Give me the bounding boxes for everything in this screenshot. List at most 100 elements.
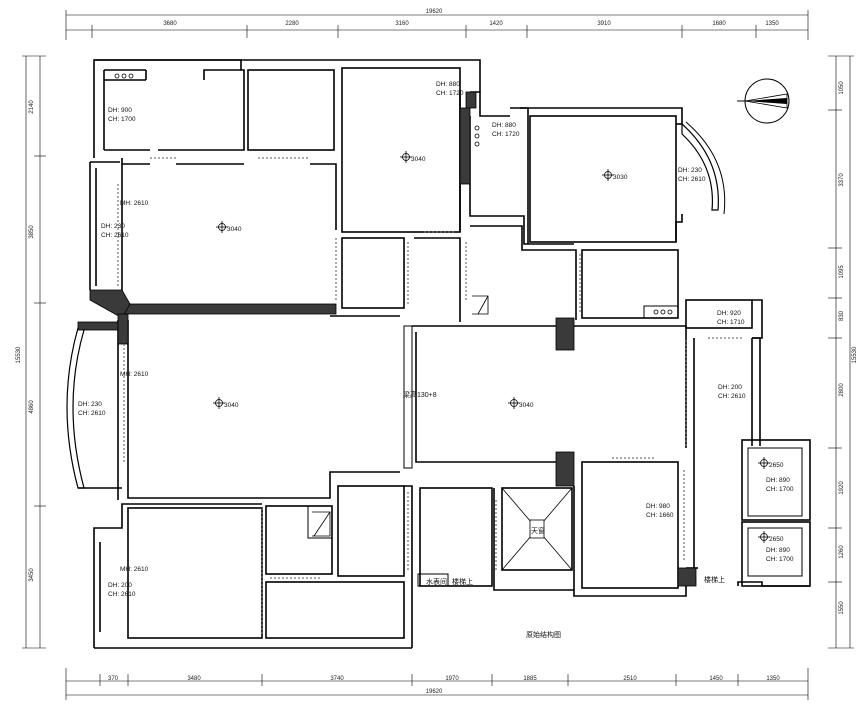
top-dimension-chain (65, 10, 809, 40)
ch-label: CH: 2610 (101, 232, 129, 239)
bottom-dimension-chain (65, 668, 809, 700)
ceiling-height: 3030 (613, 174, 628, 181)
top-dim-5: 3910 (597, 21, 611, 27)
ceiling-marker-5: 3040 (508, 397, 534, 409)
ch-label: CH: 1710 (717, 319, 745, 326)
right-dim-4: 830 (839, 310, 845, 321)
mh-note-1: MH: 2610 (120, 200, 149, 207)
dh-label: DH: 980 (646, 503, 670, 510)
skylight-symbol (501, 487, 573, 571)
bottom-dim-3: 3740 (330, 676, 344, 682)
top-dim-4: 1420 (489, 21, 503, 27)
top-total-dim: 19620 (426, 9, 443, 15)
ceiling-height: 3040 (519, 402, 534, 409)
ch-label: CH: 2610 (718, 393, 746, 400)
stove-icon (114, 73, 134, 79)
right-dim-8: 1550 (839, 601, 845, 615)
ch-label: CH: 1700 (108, 116, 136, 123)
left-dimension-chain (22, 55, 46, 649)
height-note-4: DH: 230 CH: 2610 (678, 167, 706, 183)
stairs-label-right: 楼梯上 (704, 575, 725, 584)
mh-note-2: MH: 2610 (120, 371, 149, 378)
mh-note-3: MH: 2610 (120, 566, 149, 573)
dh-label: DH: 890 (766, 547, 790, 554)
ch-label: CH: 2610 (78, 410, 106, 417)
right-dim-2: 3370 (839, 173, 845, 187)
height-note-2: DH: 880 CH: 1720 (436, 81, 464, 97)
dh-label: DH: 880 (492, 122, 516, 129)
walls (66, 59, 811, 649)
bottom-dim-5: 1885 (523, 676, 537, 682)
meter-box-label: 水表间 (426, 577, 447, 586)
ch-label: CH: 1720 (436, 90, 464, 97)
dh-label: DH: 880 (436, 81, 460, 88)
height-note-7: DH: 200 CH: 2610 (718, 384, 746, 400)
left-dim-2: 3850 (29, 225, 35, 239)
right-dim-6: 1920 (839, 481, 845, 495)
left-dim-1: 2140 (29, 100, 35, 114)
left-dim-3: 4860 (29, 400, 35, 414)
bottom-dim-2: 3480 (187, 676, 201, 682)
ceiling-height: 2650 (769, 462, 784, 469)
stove-icon-2 (653, 309, 673, 315)
beam-label: 梁高130+8 (403, 390, 437, 399)
ceiling-marker-7: 2650 (758, 531, 784, 543)
structural-fills (77, 91, 697, 587)
bottom-dim-4: 1970 (445, 676, 459, 682)
right-dim-7: 1260 (839, 545, 845, 559)
bottom-dim-1: 370 (108, 676, 119, 682)
height-note-8: DH: 230 CH: 2610 (78, 401, 106, 417)
ceiling-height: 3040 (224, 402, 239, 409)
right-dimension-chain (828, 55, 854, 649)
skylight-label: 天窗 (531, 526, 545, 535)
stairs-label: 楼梯上 (452, 577, 473, 586)
bottom-dim-6: 2510 (623, 676, 637, 682)
ceiling-marker-1: 3040 (216, 221, 242, 233)
top-dim-1: 3680 (163, 21, 177, 27)
dh-label: DH: 200 (718, 384, 742, 391)
top-dim-2: 2280 (285, 21, 299, 27)
bottom-dim-8: 1350 (766, 676, 780, 682)
north-arrow-icon (737, 78, 790, 124)
dh-label: DH: 230 (101, 223, 125, 230)
ceiling-marker-4: 3040 (213, 397, 239, 409)
drawing-caption: 原始结构图 (526, 630, 561, 639)
top-dim-6: 1680 (712, 21, 726, 27)
top-dim-7: 1350 (765, 21, 779, 27)
dh-label: DH: 230 (678, 167, 702, 174)
dh-label: DH: 200 (108, 582, 132, 589)
ch-label: CH: 1700 (766, 556, 794, 563)
right-dim-5: 2800 (839, 383, 845, 397)
bottom-total-dim: 19620 (426, 689, 443, 695)
ceiling-marker-6: 2650 (758, 457, 784, 469)
height-note-11: DH: 890 CH: 1700 (766, 547, 794, 563)
right-total-dim: 15530 (852, 346, 858, 363)
height-note-9: DH: 980 CH: 1660 (646, 503, 674, 519)
ch-label: CH: 1700 (766, 486, 794, 493)
stair-symbol (312, 295, 489, 537)
dh-label: DH: 230 (78, 401, 102, 408)
height-note-6: DH: 920 CH: 1710 (717, 310, 745, 326)
door-openings (117, 157, 742, 636)
dh-label: DH: 920 (717, 310, 741, 317)
stove-icon-3 (474, 125, 480, 147)
ceiling-marker-2: 3040 (400, 151, 426, 163)
ceiling-marker-3: 3030 (602, 169, 628, 181)
ch-label: CH: 2610 (108, 591, 136, 598)
height-note-1: DH: 900 CH: 1700 (108, 107, 136, 123)
dh-label: DH: 900 (108, 107, 132, 114)
ch-label: CH: 1720 (492, 131, 520, 138)
ceiling-height: 3040 (227, 226, 242, 233)
ch-label: CH: 2610 (678, 176, 706, 183)
left-total-dim: 15530 (16, 346, 22, 363)
height-note-12: DH: 200 CH: 2610 (108, 582, 136, 598)
height-note-5: DH: 230 CH: 2610 (101, 223, 129, 239)
ceiling-height: 3040 (411, 156, 426, 163)
right-dim-1: 1050 (839, 81, 845, 95)
dh-label: DH: 890 (766, 477, 790, 484)
height-note-3: DH: 880 CH: 1720 (492, 122, 520, 138)
ch-label: CH: 1660 (646, 512, 674, 519)
height-note-10: DH: 890 CH: 1700 (766, 477, 794, 493)
right-dim-3: 1095 (839, 265, 845, 279)
